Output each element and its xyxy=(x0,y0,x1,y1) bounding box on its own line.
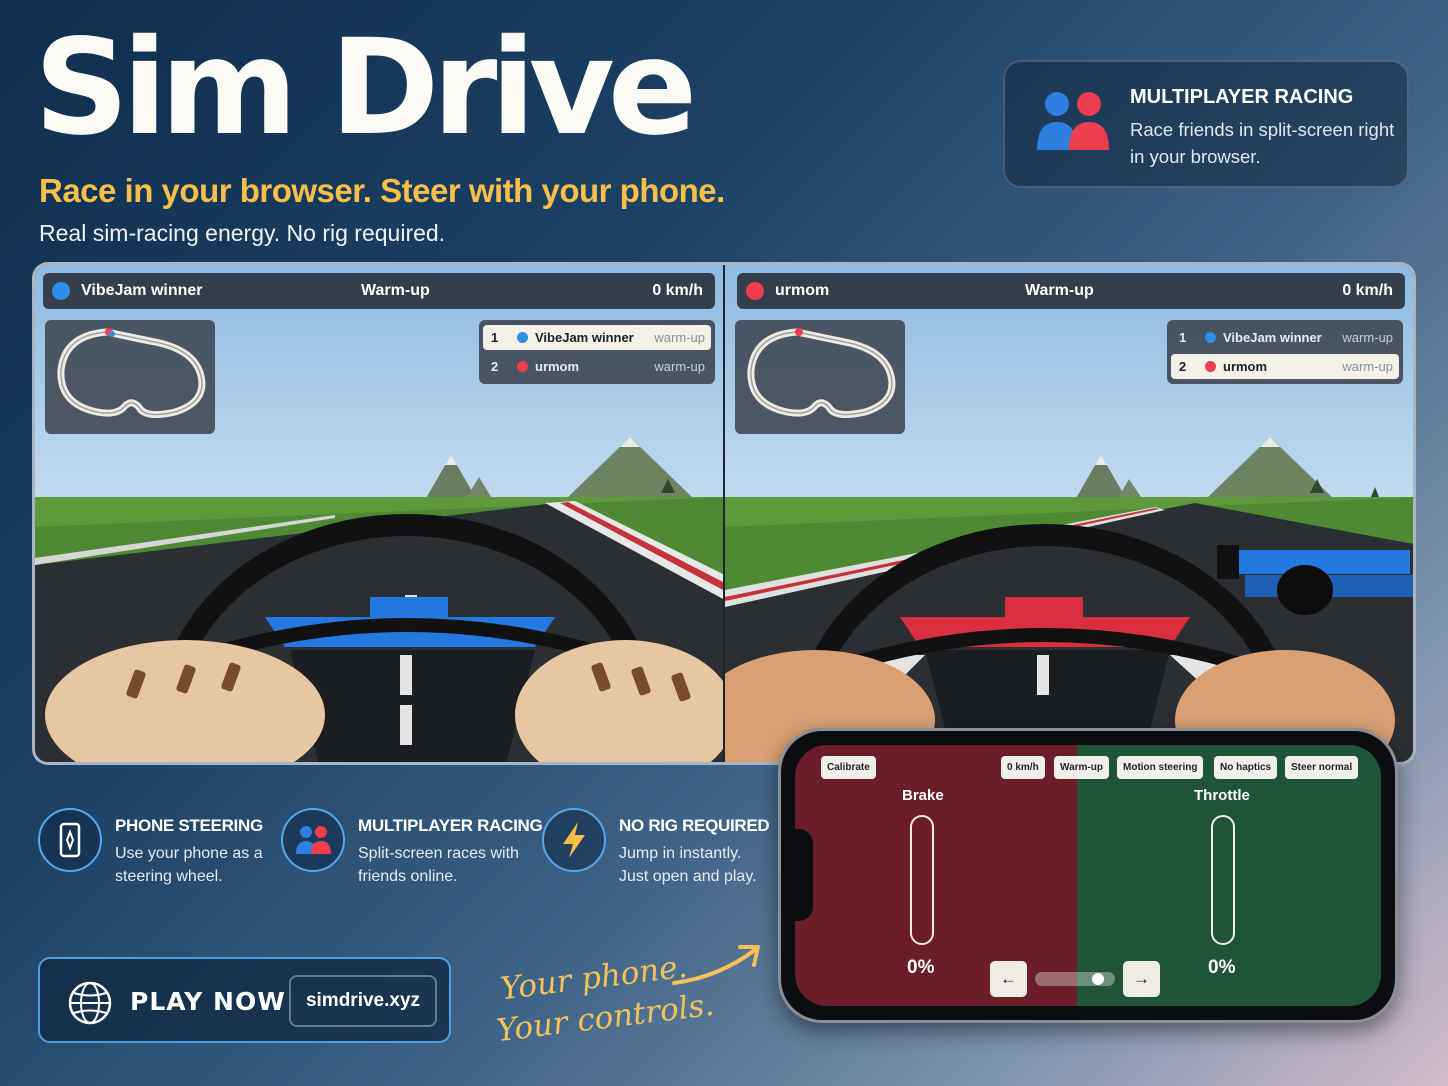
standings-color-dot xyxy=(1205,332,1216,343)
standings-status: warm-up xyxy=(1342,359,1393,374)
status-chip: Warm-up xyxy=(1054,756,1109,779)
brake-zone[interactable] xyxy=(795,745,1077,1006)
multiplayer-card-description: Race friends in split-screen right in yo… xyxy=(1130,119,1395,167)
feature-heading: NO RIG REQUIRED xyxy=(619,816,770,835)
people-icon xyxy=(1037,92,1109,150)
player-2-color-dot xyxy=(746,282,764,300)
feature-heading: PHONE STEERING xyxy=(115,816,263,835)
speed-chip: 0 km/h xyxy=(1001,756,1045,779)
player-1-status: Warm-up xyxy=(361,282,430,299)
calibrate-button[interactable]: Calibrate xyxy=(821,756,876,779)
standings-name: VibeJam winner xyxy=(1223,330,1322,345)
lightning-icon-badge xyxy=(542,808,606,872)
standings-board: 1 VibeJam winner warm-up 2 urmom warm-up xyxy=(1167,320,1403,384)
throttle-percent: 0% xyxy=(1208,957,1236,978)
track-minimap xyxy=(735,320,905,434)
lightning-icon xyxy=(563,822,585,858)
player-1-view[interactable]: VibeJam winner Warm-up 0 km/h 1 VibeJam … xyxy=(35,265,725,762)
haptics-toggle[interactable]: No haptics xyxy=(1214,756,1278,779)
standings-status: warm-up xyxy=(1342,330,1393,345)
standings-color-dot xyxy=(517,361,528,372)
standings-position: 2 xyxy=(1179,359,1187,374)
standings-status: warm-up xyxy=(654,330,705,345)
phone-controller: Calibrate 0 km/h Warm-up Motion steering… xyxy=(778,728,1398,1023)
page-title: Sim Drive xyxy=(34,11,697,165)
brake-percent: 0% xyxy=(907,957,935,978)
player-2-name: urmom xyxy=(775,282,830,299)
brake-label: Brake xyxy=(902,787,944,804)
split-screen-divider xyxy=(723,265,725,762)
throttle-label: Throttle xyxy=(1194,787,1250,804)
feature-description: Jump in instantly. Just open and play. xyxy=(619,845,757,885)
standings-position: 1 xyxy=(1179,330,1187,345)
track-outline xyxy=(57,328,206,419)
steer-mode-toggle[interactable]: Steer normal xyxy=(1285,756,1359,779)
brake-meter xyxy=(910,815,934,945)
people-icon-badge xyxy=(281,808,345,872)
standings-row: 2 urmom warm-up xyxy=(483,354,711,379)
phone-screen: Calibrate 0 km/h Warm-up Motion steering… xyxy=(795,745,1381,1006)
standings-name: urmom xyxy=(535,359,580,374)
standings-status: warm-up xyxy=(654,359,705,374)
standings-position: 1 xyxy=(491,330,499,345)
player-2-speed: 0 km/h xyxy=(1342,282,1393,299)
player-1-color-dot xyxy=(52,282,70,300)
steer-right-button[interactable]: → xyxy=(1123,961,1160,997)
phone-notch xyxy=(795,829,813,921)
standings-name: VibeJam winner xyxy=(535,330,634,345)
multiplayer-card: MULTIPLAYER RACING Race friends in split… xyxy=(1003,60,1409,188)
phone-icon xyxy=(59,822,81,858)
player-2-status: Warm-up xyxy=(1025,282,1094,299)
feature-heading: MULTIPLAYER RACING xyxy=(358,816,543,835)
player-1-hud: VibeJam winner Warm-up 0 km/h xyxy=(43,273,715,309)
standings-row: 1 VibeJam winner warm-up xyxy=(1171,325,1399,350)
standings-position: 2 xyxy=(491,359,499,374)
throttle-meter xyxy=(1211,815,1235,945)
player-1-name: VibeJam winner xyxy=(81,282,203,299)
people-icon xyxy=(296,826,331,854)
subtagline: Real sim-racing energy. No rig required. xyxy=(39,220,446,246)
track-outline xyxy=(747,328,896,419)
site-url[interactable]: simdrive.xyz xyxy=(289,975,437,1027)
steering-slider-knob[interactable] xyxy=(1092,973,1105,985)
motion-steering-toggle[interactable]: Motion steering xyxy=(1117,756,1204,779)
standings-color-dot xyxy=(1205,361,1216,372)
globe-icon xyxy=(68,981,112,1025)
play-now-button[interactable]: PLAY NOW simdrive.xyz xyxy=(38,957,451,1043)
standings-row: 1 VibeJam winner warm-up xyxy=(483,325,711,350)
phone-icon-badge xyxy=(38,808,102,872)
tagline: Race in your browser. Steer with your ph… xyxy=(39,172,725,209)
arrow-right-icon: → xyxy=(1133,969,1150,988)
track-minimap xyxy=(45,320,215,434)
standings-row: 2 urmom warm-up xyxy=(1171,354,1399,379)
steer-left-button[interactable]: ← xyxy=(990,961,1027,997)
player-2-view[interactable]: urmom Warm-up 0 km/h 1 VibeJam winner wa… xyxy=(725,265,1413,762)
feature-description: Split-screen races with friends online. xyxy=(358,845,519,885)
game-viewport[interactable]: VibeJam winner Warm-up 0 km/h 1 VibeJam … xyxy=(32,262,1416,765)
player-2-hud: urmom Warm-up 0 km/h xyxy=(737,273,1405,309)
driver-view-scene xyxy=(35,265,725,762)
feature-description: Use your phone as a steering wheel. xyxy=(115,845,263,885)
standings-name: urmom xyxy=(1223,359,1268,374)
player-1-speed: 0 km/h xyxy=(652,282,703,299)
arrow-left-icon: ← xyxy=(1000,969,1017,988)
play-now-label: PLAY NOW xyxy=(130,987,286,1016)
standings-board: 1 VibeJam winner warm-up 2 urmom warm-up xyxy=(479,320,715,384)
standings-color-dot xyxy=(517,332,528,343)
multiplayer-card-heading: MULTIPLAYER RACING xyxy=(1130,86,1354,108)
arrow-icon xyxy=(672,945,760,985)
